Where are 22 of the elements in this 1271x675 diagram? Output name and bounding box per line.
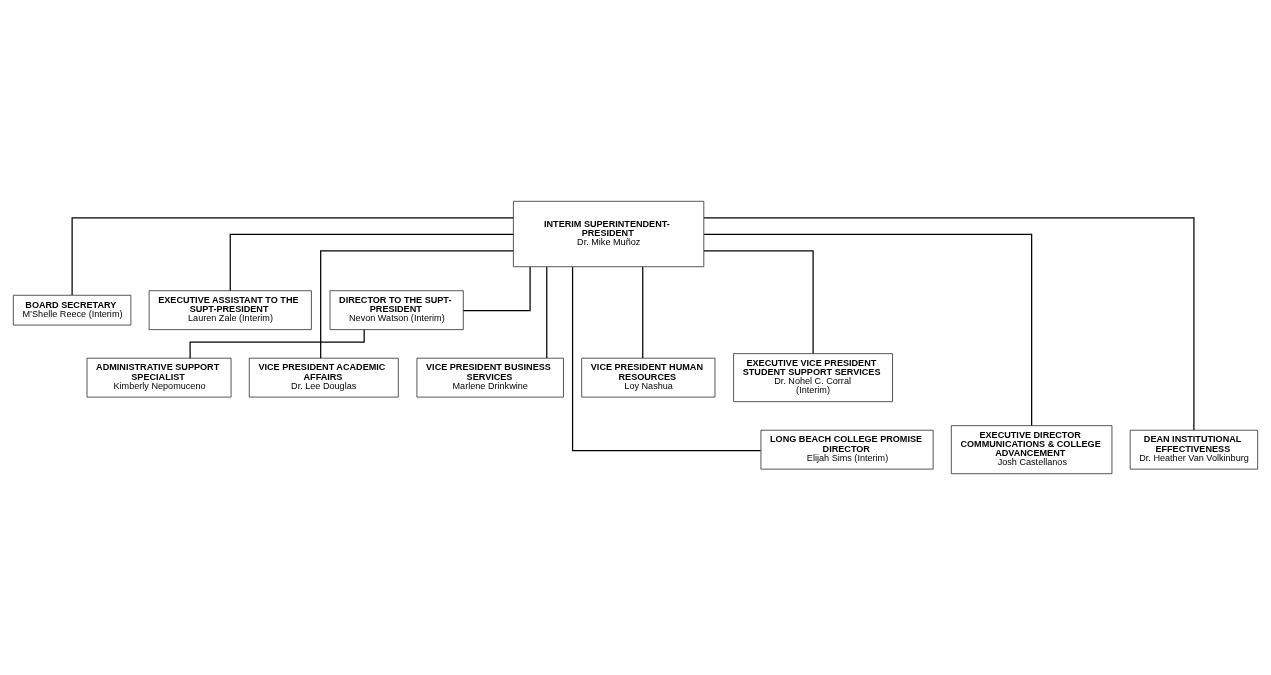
node-box: VICE PRESIDENT HUMAN RESOURCES Loy Nashua: [581, 357, 716, 398]
node-box: LONG BEACH COLLEGE PROMISE DIRECTOR Elijah Sims (Interim): [760, 429, 934, 470]
connector: [462, 266, 531, 312]
connector: [229, 233, 514, 292]
connector: [703, 233, 1033, 427]
connector: [546, 266, 548, 359]
node-box: ADMINISTRATIVE SUPPORT SPECIALIST Kimberly Nepomuceno: [86, 357, 232, 398]
node-box: DIRECTOR TO THE SUPT-PRESIDENT Nevon Watson (Interim): [329, 290, 464, 331]
connector: [71, 217, 514, 296]
connector: [703, 250, 814, 355]
connector: [703, 217, 1195, 431]
node-box: EXECUTIVE ASSISTANT TO THE SUPT-PRESIDENT Lauren Zale (Interim): [148, 290, 312, 331]
node-box: VICE PRESIDENT BUSINESS SERVICES Marlene Drinkwine: [416, 357, 564, 398]
connector: [642, 266, 644, 359]
node-box: INTERIM SUPERINTENDENT-PRESIDENT Dr. Mike Muñoz: [512, 200, 705, 268]
node-box: EXECUTIVE VICE PRESIDENT STUDENT SUPPORT SERVICES Dr. Nohel C. Corral (Interim): [733, 353, 893, 403]
connector: [320, 250, 514, 359]
node-box: DEAN INSTITUTIONAL EFFECTIVENESS Dr. Heather Van Volkinburg: [1129, 429, 1259, 470]
node-box: EXECUTIVE DIRECTOR COMMUNICATIONS & COLLEGE ADVANCEMENT Josh Castellanos: [950, 425, 1113, 475]
node-box: BOARD SECRETARY M’Shelle Reece (Interim): [12, 294, 132, 326]
connector: [571, 266, 762, 452]
node-box: VICE PRESIDENT ACADEMIC AFFAIRS Dr. Lee Douglas: [248, 357, 399, 398]
